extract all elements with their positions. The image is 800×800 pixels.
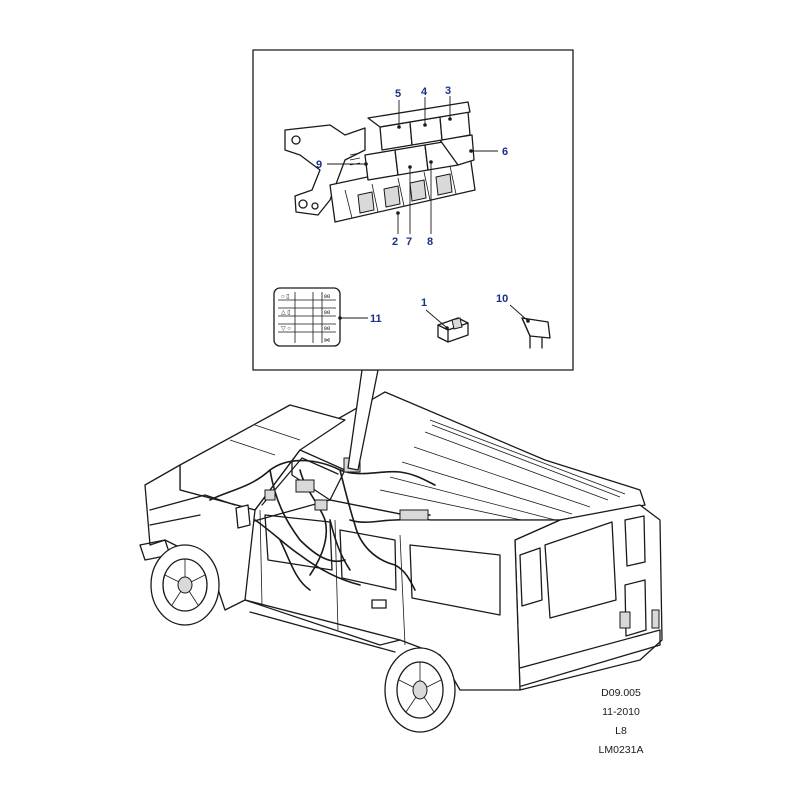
- svg-text:ʚɞ: ʚɞ: [324, 310, 330, 316]
- reference-block: D09.005 11-2010 L8 LM0231A: [586, 684, 656, 760]
- callout-10: 10: [496, 293, 508, 305]
- illustration-code: LM0231A: [598, 744, 644, 756]
- callout-4: 4: [421, 86, 428, 98]
- callout-8: 8: [427, 236, 433, 248]
- svg-text:ʚɞ: ʚɞ: [324, 294, 330, 300]
- callout-6: 6: [502, 146, 508, 158]
- callout-labels: 5 4 3 6 9 2 7 8 11 1 10: [316, 85, 508, 325]
- leader-lines: [327, 96, 530, 330]
- svg-text:▽ ○: ▽ ○: [281, 326, 291, 332]
- diagram-level: L8: [615, 725, 627, 737]
- callout-1: 1: [421, 297, 427, 309]
- svg-text:⋈: ⋈: [324, 338, 330, 344]
- detail-inset: ○ ▯ △ ▯ ▽ ○ ʚɞ ʚɞ ʚɞ ⋈: [252, 49, 574, 471]
- callout-2: 2: [392, 236, 398, 248]
- svg-text:△ ▯: △ ▯: [281, 310, 291, 316]
- svg-text:○ ▯: ○ ▯: [281, 294, 290, 300]
- svg-text:ʚɞ: ʚɞ: [324, 326, 330, 332]
- callout-5: 5: [395, 88, 401, 100]
- diagram-code: D09.005: [601, 687, 641, 699]
- callout-9: 9: [316, 159, 322, 171]
- callout-3: 3: [445, 85, 451, 97]
- diagram-date: 11-2010: [602, 706, 640, 718]
- callout-11: 11: [370, 313, 382, 325]
- callout-7: 7: [406, 236, 412, 248]
- vehicle-illustration: [139, 391, 663, 733]
